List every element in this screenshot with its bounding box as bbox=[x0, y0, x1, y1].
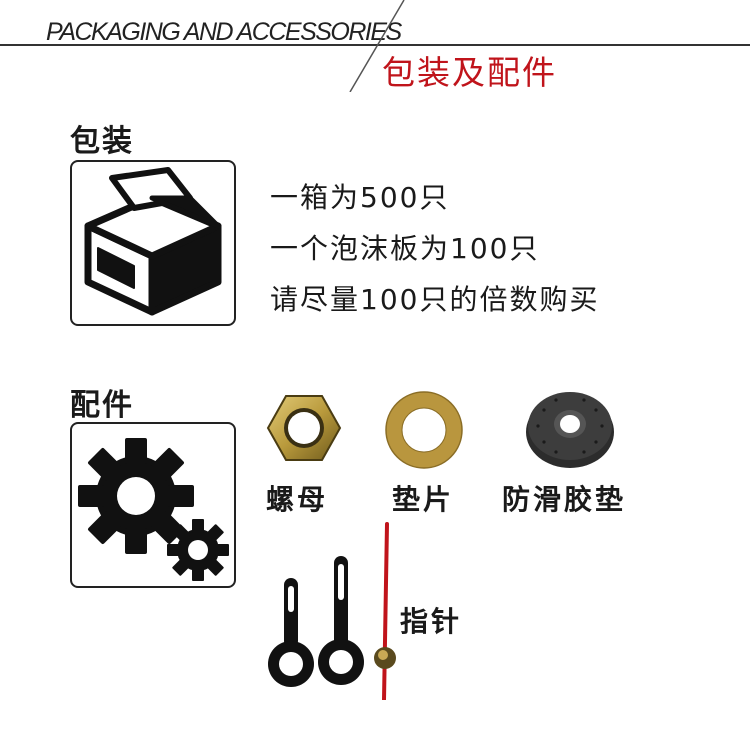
packaging-icon-box bbox=[70, 160, 236, 326]
packaging-line-2: 一个泡沫板为100只 bbox=[270, 232, 540, 265]
packaging-title: 包装 bbox=[70, 124, 134, 159]
accessories-icon-box bbox=[70, 422, 236, 588]
part-label-clock-hands: 指针 bbox=[400, 605, 463, 638]
header-slash bbox=[349, 0, 405, 92]
part-label-rubber-pad: 防滑胶垫 bbox=[502, 483, 627, 516]
part-label-nut: 螺母 bbox=[266, 483, 329, 516]
header-title-cn: 包装及配件 bbox=[382, 53, 557, 92]
hex-nut-icon bbox=[266, 395, 342, 461]
accessories-title: 配件 bbox=[70, 388, 134, 423]
washer-icon bbox=[385, 391, 463, 469]
gears-icon bbox=[78, 438, 229, 581]
packaging-line-1: 一箱为500只 bbox=[270, 181, 450, 214]
clock-hands-icon bbox=[268, 522, 396, 700]
header-divider bbox=[0, 44, 750, 46]
packaging-line-3: 请尽量100只的倍数购买 bbox=[270, 283, 600, 316]
header-title-en: PACKAGING AND ACCESSORIES bbox=[46, 18, 402, 46]
rubber-pad-icon bbox=[526, 392, 614, 468]
box-icon bbox=[84, 167, 222, 316]
part-label-washer: 垫片 bbox=[392, 483, 455, 516]
